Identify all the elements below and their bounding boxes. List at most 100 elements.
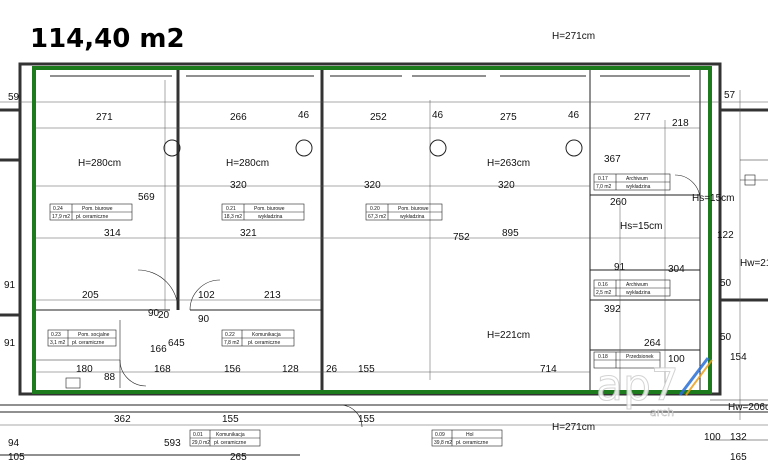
svg-text:wykładzina: wykładzina: [626, 184, 651, 190]
dimension: 100: [668, 354, 685, 365]
dimension: 752: [453, 232, 470, 243]
dimension: 593: [164, 438, 181, 449]
room-boxes: 0.24 Pom. biurowe 17,9 m2 pł. ceramiczne…: [47, 173, 671, 447]
svg-text:Przedsionek: Przedsionek: [626, 354, 654, 360]
svg-text:7,0 m2: 7,0 m2: [596, 184, 612, 190]
svg-text:0.20: 0.20: [370, 206, 380, 212]
doors: [119, 174, 701, 428]
height-label: H=271cm: [552, 31, 595, 42]
columns: [163, 139, 583, 157]
svg-text:Komunikacja: Komunikacja: [216, 432, 245, 438]
dimension: 46: [432, 110, 444, 121]
svg-text:wykładzina: wykładzina: [258, 214, 283, 220]
room-box: 0.09 Hol 39,8 m2 pł. ceramiczne: [431, 429, 503, 447]
dimension: 91: [4, 338, 16, 349]
svg-text:Pom. biurowe: Pom. biurowe: [398, 206, 429, 212]
dimension: 90: [148, 308, 160, 319]
dimension: 91: [4, 280, 16, 291]
ap7-logo: ap7 arch: [596, 357, 713, 419]
dimension: 128: [282, 364, 299, 375]
svg-text:0.18: 0.18: [598, 354, 608, 360]
dimension: 271: [96, 112, 113, 123]
dimension: 569: [138, 192, 155, 203]
svg-text:Pom. socjalne: Pom. socjalne: [78, 332, 110, 338]
svg-text:0.22: 0.22: [225, 332, 235, 338]
dimension: 265: [230, 452, 247, 461]
svg-text:0.09: 0.09: [435, 432, 445, 438]
svg-text:wykładzina: wykładzina: [400, 214, 425, 220]
svg-text:pł. ceramiczne: pł. ceramiczne: [456, 440, 488, 446]
dimension: 154: [730, 352, 747, 363]
dimension: 50: [720, 332, 732, 343]
svg-text:arch: arch: [650, 406, 674, 419]
dimension: 277: [634, 112, 651, 123]
dimension: 320: [498, 180, 515, 191]
svg-text:18,3 m2: 18,3 m2: [224, 214, 242, 220]
dimension: 165: [730, 452, 747, 461]
height-label: H=263cm: [487, 158, 530, 169]
dimension: 304: [668, 264, 685, 275]
dimension: 156: [224, 364, 241, 375]
svg-text:wykładzina: wykładzina: [626, 290, 651, 296]
svg-text:0.17: 0.17: [598, 176, 608, 182]
dimension: 264: [644, 338, 661, 349]
dimension: 168: [154, 364, 171, 375]
room-box: 0.24 Pom. biurowe 17,9 m2 pł. ceramiczne: [49, 203, 133, 221]
room-box: 0.21 Pom. biurowe 18,3 m2 wykładzina: [221, 203, 305, 221]
svg-text:17,9 m2: 17,9 m2: [52, 214, 70, 220]
dimension: 314: [104, 228, 121, 239]
height-label: H=280cm: [78, 158, 121, 169]
svg-text:39,8 m2: 39,8 m2: [434, 440, 452, 446]
svg-text:29,0 m2: 29,0 m2: [192, 440, 210, 446]
height-label: H=221cm: [487, 330, 530, 341]
room-box: 0.17 Archiwum 7,0 m2 wykładzina: [593, 173, 671, 191]
room-box: 0.01 Komunikacja 29,0 m2 pł. ceramiczne: [189, 429, 261, 447]
svg-text:2,5 m2: 2,5 m2: [596, 290, 612, 296]
dimension: 367: [604, 154, 621, 165]
dimension: 20: [158, 310, 170, 321]
height-label: Hw=206cm: [728, 402, 768, 413]
dimension: 252: [370, 112, 387, 123]
dimension: 122: [717, 230, 734, 241]
svg-text:pł. ceramiczne: pł. ceramiczne: [76, 214, 108, 220]
svg-text:0.16: 0.16: [598, 282, 608, 288]
dimension: 155: [358, 414, 375, 425]
height-label: Hs=15cm: [692, 193, 735, 204]
height-label: Hs=15cm: [620, 221, 663, 232]
dimension: 26: [326, 364, 338, 375]
area-title: 114,40 m2: [30, 24, 185, 54]
dimension: 46: [568, 110, 580, 121]
dimension: 180: [76, 364, 93, 375]
dimension: 213: [264, 290, 281, 301]
room-box: 0.22 Komunikacja 7,8 m2 pł. ceramiczne: [221, 329, 295, 347]
svg-text:pł. ceramiczne: pł. ceramiczne: [72, 340, 104, 346]
dimension: 57: [724, 90, 736, 101]
svg-text:Komunikacja: Komunikacja: [252, 332, 281, 338]
dimension: 155: [358, 364, 375, 375]
room-box: 0.20 Pom. biurowe 67,3 m2 wykładzina: [365, 203, 443, 221]
svg-text:pł. ceramiczne: pł. ceramiczne: [248, 340, 280, 346]
svg-text:pł. ceramiczne: pł. ceramiczne: [214, 440, 246, 446]
dimension: 218: [672, 118, 689, 129]
dimension: 46: [298, 110, 310, 121]
dimension: 50: [720, 278, 732, 289]
dimension: 155: [222, 414, 239, 425]
dimension: 714: [540, 364, 557, 375]
dimension: 392: [604, 304, 621, 315]
room-box: 0.18 Przedsionek: [593, 351, 661, 369]
svg-text:0.24: 0.24: [53, 206, 63, 212]
svg-text:0.01: 0.01: [193, 432, 203, 438]
dimension: 320: [364, 180, 381, 191]
dimension: 260: [610, 197, 627, 208]
height-label: H=271cm: [552, 422, 595, 433]
dimension-numbers: 59 271 266 46 252 46 275 46 277 57 218 3…: [4, 90, 747, 461]
svg-text:ap7: ap7: [596, 360, 679, 411]
stairs: [65, 159, 768, 441]
height-label: Hw=210: [740, 258, 768, 269]
leased-area-outline: [32, 66, 712, 394]
svg-text:7,8 m2: 7,8 m2: [224, 340, 240, 346]
dimension: 88: [104, 372, 116, 383]
partitions: [36, 70, 701, 390]
dimension: 59: [8, 92, 20, 103]
